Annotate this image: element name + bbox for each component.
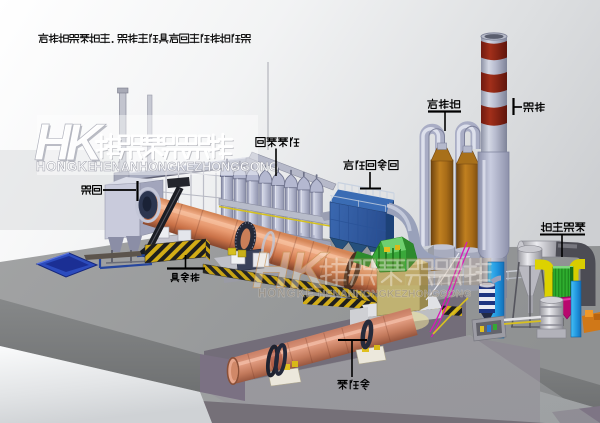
- svg-text:HENANHONGKEZHONGGONG: HENANHONGKEZHONGGONG: [318, 288, 471, 300]
- svg-text:HONGKE: HONGKE: [258, 288, 314, 300]
- svg-text:HENANHONGKEZHONGGONG: HENANHONGKEZHONGGONG: [94, 160, 279, 174]
- svg-text:HK: HK: [252, 242, 331, 300]
- svg-text:HONGKE: HONGKE: [36, 159, 96, 174]
